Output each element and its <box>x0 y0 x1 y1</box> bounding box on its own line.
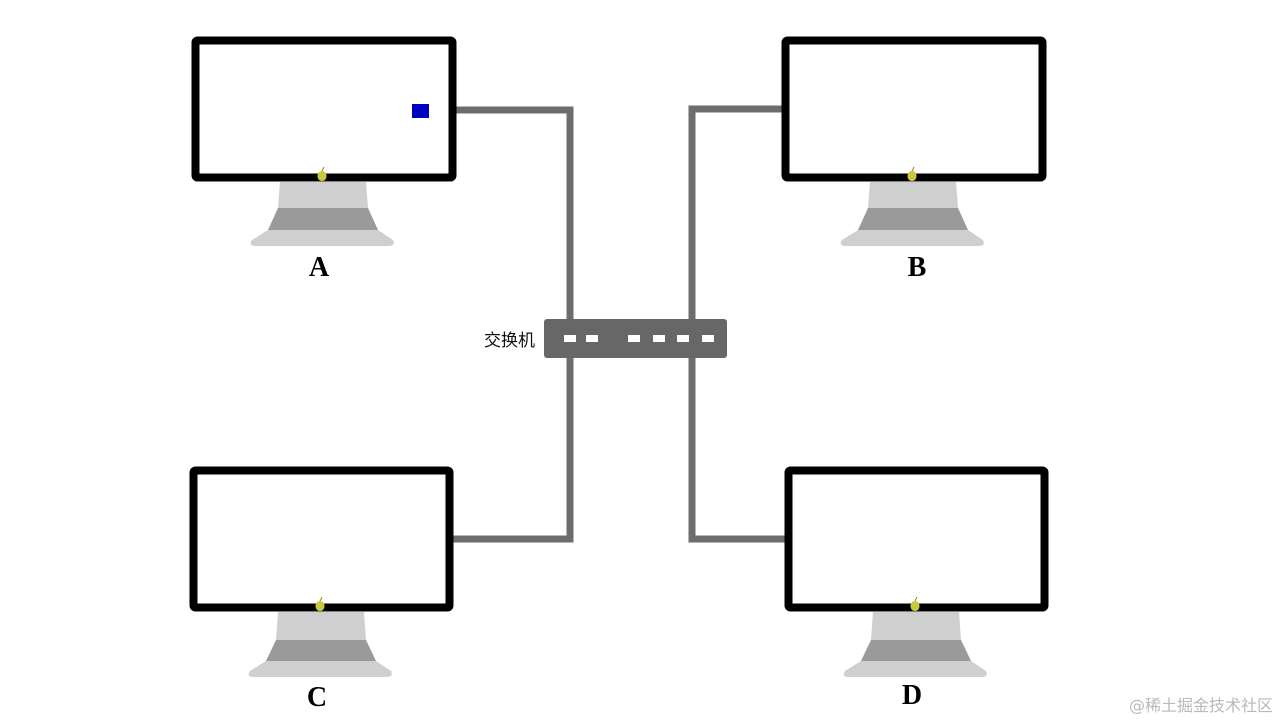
computer-d: D <box>784 466 1049 711</box>
computer-label-b: B <box>908 252 927 283</box>
computer-label-a: A <box>309 252 330 283</box>
cable-a <box>455 106 574 320</box>
computer-a: A <box>191 36 457 283</box>
switch-port <box>586 335 598 342</box>
data-packet <box>412 104 429 118</box>
monitor-stand <box>248 612 392 677</box>
cable-c <box>453 356 574 543</box>
monitor-screen <box>781 36 1047 182</box>
switch-ports <box>564 335 714 342</box>
switch-label: 交换机 <box>484 331 535 351</box>
apple-logo-icon <box>317 166 327 181</box>
switch-port <box>628 335 640 342</box>
monitor-screen <box>784 466 1049 612</box>
cable-d <box>688 356 787 543</box>
switch-port <box>653 335 665 342</box>
computer-label-c: C <box>307 682 327 713</box>
apple-logo-icon <box>907 166 917 181</box>
switch-port <box>677 335 689 342</box>
apple-logo-icon <box>910 596 920 611</box>
monitor-stand <box>250 182 394 246</box>
computer-label-d: D <box>902 680 922 711</box>
watermark: @稀土掘金技术社区 <box>1129 696 1273 715</box>
cables <box>453 105 787 543</box>
monitor-stand <box>840 182 984 246</box>
switch-port <box>564 335 576 342</box>
computer-c: C <box>189 466 454 713</box>
monitor-stand <box>843 612 987 677</box>
switch: 交换机 <box>484 319 727 358</box>
computer-b: B <box>781 36 1047 283</box>
cable-b <box>688 105 784 320</box>
monitor-screen <box>189 466 454 612</box>
switch-port <box>702 335 714 342</box>
apple-logo-icon <box>315 596 325 611</box>
